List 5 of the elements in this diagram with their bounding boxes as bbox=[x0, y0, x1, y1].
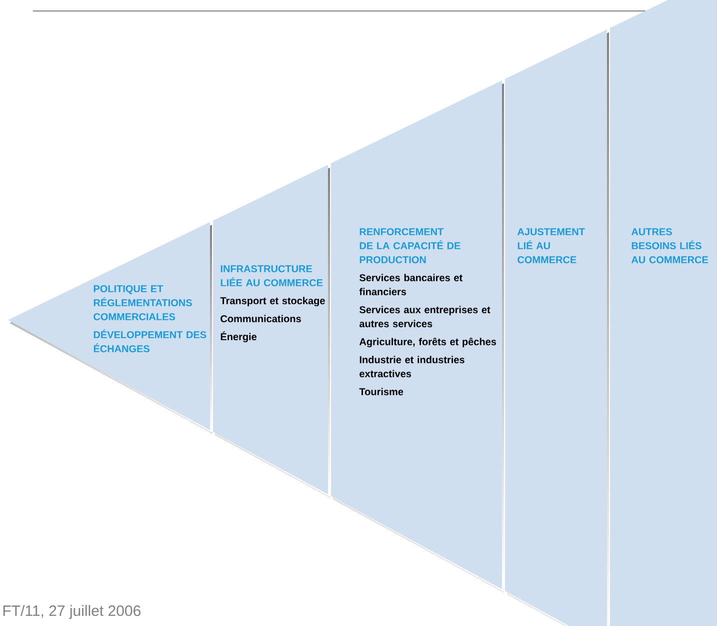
wedge-panel: INFRASTRUCTURE LIÉE AU COMMERCE Transport et stockage Communications Énergie bbox=[213, 164, 330, 498]
footer-text: FT/11, 27 juillet 2006 bbox=[3, 605, 140, 619]
wedge-panel: AUTRES BESOINS LIÉS AU COMMERCE bbox=[610, 0, 717, 626]
wedge-panel: POLITIQUE ET RÉGLEMENTATIONS COMMERCIALES DÉVELOPPEMENT DES ÉCHANGES bbox=[8, 222, 212, 434]
wedge-panel: AJUSTEMENT LIÉ AU COMMERCE bbox=[505, 30, 609, 626]
